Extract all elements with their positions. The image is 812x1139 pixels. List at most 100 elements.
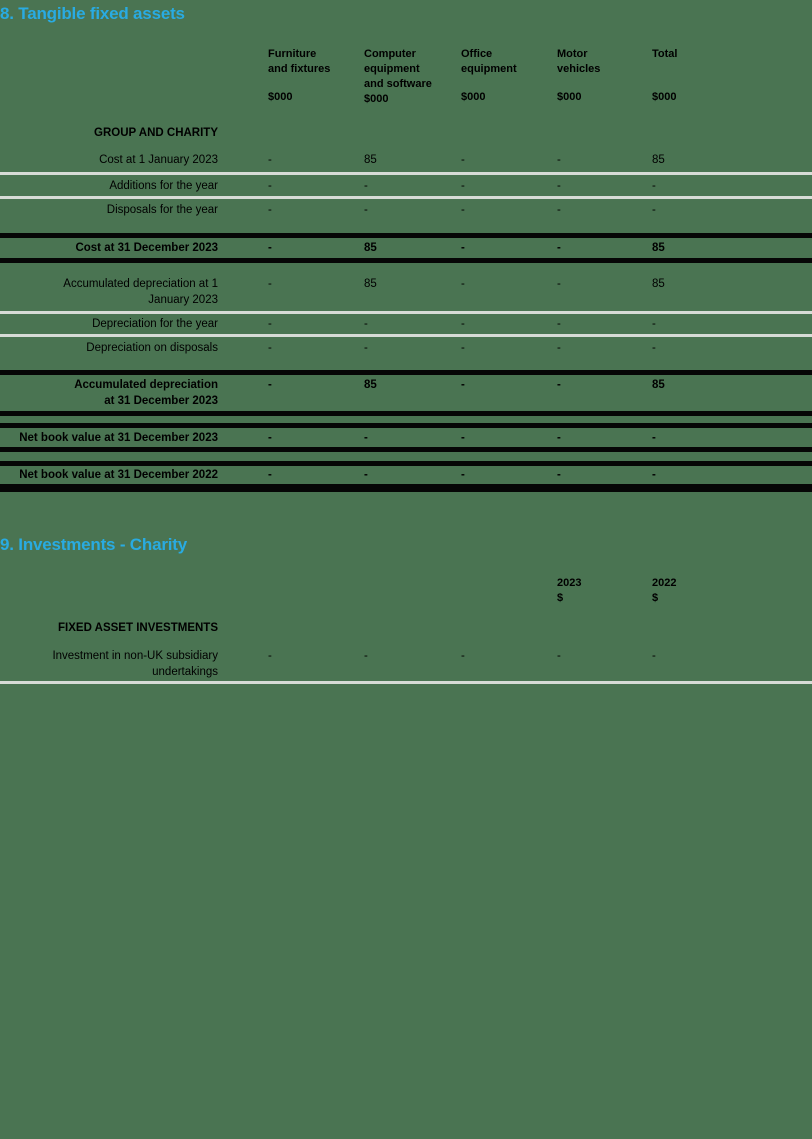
cell-value: - (557, 242, 561, 254)
row-label: Accumulated depreciation at 1 January 20… (63, 278, 218, 306)
column-header-row: Furniture and fixtures $000 Computer equ… (0, 47, 812, 105)
cell-value: - (557, 650, 561, 662)
table-row-cost-at-1-january-2023: Cost at 1 January 2023 - 85 - - 85 (0, 152, 812, 168)
cell-value: - (557, 180, 561, 192)
cell-value: 85 (364, 278, 377, 290)
column-year: 2022 (652, 577, 677, 589)
cell-value: - (364, 318, 368, 330)
cell-value: - (652, 318, 656, 330)
row-label: Depreciation on disposals (86, 342, 218, 354)
cell-value: - (364, 180, 368, 192)
table-row-investment-in-non-uk-subsidiary-undertakings: Investment in non-UK subsidiary undertak… (0, 648, 812, 680)
cell-value: - (268, 154, 272, 166)
cell-value: - (364, 432, 368, 444)
cell-value: - (268, 278, 272, 290)
total-rule (0, 423, 812, 428)
cell-value: - (461, 432, 465, 444)
total-rule (0, 233, 812, 238)
cell-value: 85 (364, 242, 377, 254)
row-divider (0, 172, 812, 175)
cell-value: 85 (652, 278, 665, 290)
cell-value: - (461, 154, 465, 166)
table-tangible-fixed-assets: Furniture and fixtures $000 Computer equ… (0, 47, 812, 492)
cell-value: - (461, 278, 465, 290)
cell-value: - (557, 469, 561, 481)
cell-value: - (461, 379, 465, 391)
row-label: Disposals for the year (106, 204, 218, 216)
cell-value: - (557, 379, 561, 391)
row-label: Investment in non-UK subsidiary undertak… (52, 650, 218, 678)
cell-value: - (652, 180, 656, 192)
column-unit: $000 (557, 91, 582, 103)
cell-value: - (364, 204, 368, 216)
cell-value: - (557, 318, 561, 330)
table-row-net-book-value-at-31-december-2023: Net book value at 31 December 2023 - - -… (0, 430, 812, 446)
total-rule (0, 447, 812, 452)
cell-value: - (461, 650, 465, 662)
column-header-furniture-and-fixtures: Furniture and fixtures $000 (268, 47, 364, 105)
cell-value: - (461, 342, 465, 354)
cell-value: - (652, 469, 656, 481)
cell-value: - (652, 650, 656, 662)
table-closing-rule (0, 484, 812, 492)
cell-value: 85 (364, 379, 377, 391)
cell-value: - (557, 432, 561, 444)
column-name: Furniture and fixtures (268, 48, 331, 75)
cell-value: - (557, 204, 561, 216)
cell-value: - (461, 469, 465, 481)
column-unit: $000 (364, 93, 389, 105)
table-row-net-book-value-at-31-december-2022: Net book value at 31 December 2022 - - -… (0, 467, 812, 483)
column-name: Motor vehicles (557, 48, 601, 75)
table-row-accumulated-depreciation-at-1-january-2023: Accumulated depreciation at 1 January 20… (0, 276, 812, 308)
cell-value: - (652, 342, 656, 354)
column-unit: $ (652, 592, 659, 604)
cell-value: 85 (652, 242, 665, 254)
cell-value: - (652, 432, 656, 444)
row-divider (0, 196, 812, 199)
column-unit: $000 (461, 91, 486, 103)
column-header-total: Total $000 (652, 47, 812, 105)
total-rule (0, 258, 812, 263)
column-header-motor-vehicles: Motor vehicles $000 (557, 47, 652, 105)
table-row-accumulated-depreciation-at-31-december-2023: Accumulated depreciation at 31 December … (0, 377, 812, 409)
cell-value: 85 (652, 154, 665, 166)
cell-value: - (652, 204, 656, 216)
cell-value: - (461, 318, 465, 330)
cell-value: - (461, 242, 465, 254)
column-name: Computer equipment and software (364, 48, 432, 90)
column-header-row: 2023 $ 2022 $ (0, 576, 812, 606)
row-divider (0, 334, 812, 337)
cell-value: 85 (364, 154, 377, 166)
cell-value: - (268, 318, 272, 330)
total-rule (0, 370, 812, 375)
column-name: Total (652, 48, 678, 60)
column-header-office-equipment: Office equipment $000 (461, 47, 557, 105)
cell-value: - (364, 650, 368, 662)
cell-value: - (268, 379, 272, 391)
cell-value: - (557, 154, 561, 166)
table-row-group-and-charity: GROUP AND CHARITY (0, 125, 812, 141)
cell-value: - (268, 204, 272, 216)
row-label: Cost at 31 December 2023 (75, 242, 218, 254)
row-label: Additions for the year (109, 180, 218, 192)
table-row-additions-for-the-year: Additions for the year - - - - - (0, 178, 812, 194)
column-year: 2023 (557, 577, 582, 589)
column-header-computer-equipment-and-software: Computer equipment and software $000 (364, 47, 461, 105)
total-rule (0, 461, 812, 466)
column-header-2022: 2022 $ (652, 576, 812, 606)
group-heading: GROUP AND CHARITY (94, 127, 218, 139)
cell-value: - (364, 469, 368, 481)
column-header-2023: 2023 $ (557, 576, 652, 606)
row-label: Net book value at 31 December 2022 (19, 469, 218, 481)
cell-value: - (268, 242, 272, 254)
total-rule (0, 411, 812, 416)
table-row-depreciation-on-disposals: Depreciation on disposals - - - - - (0, 340, 812, 356)
table-row-fixed-asset-investments: FIXED ASSET INVESTMENTS (0, 620, 812, 636)
cell-value: - (268, 180, 272, 192)
column-unit: $ (557, 592, 564, 604)
column-name: Office equipment (461, 48, 517, 75)
table-row-cost-at-31-december-2023: Cost at 31 December 2023 - 85 - - 85 (0, 240, 812, 256)
column-unit: $000 (268, 91, 293, 103)
row-label: Depreciation for the year (92, 318, 218, 330)
